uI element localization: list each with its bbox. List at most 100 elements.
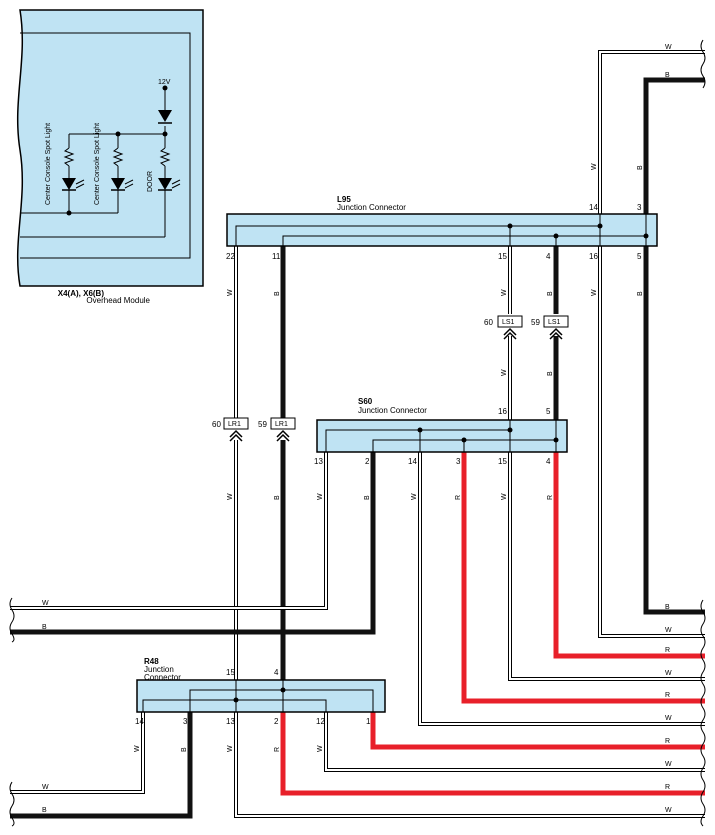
svg-text:W: W [665, 627, 672, 634]
svg-text:W: W [411, 493, 418, 500]
svg-text:W: W [227, 745, 234, 752]
svg-text:B: B [364, 495, 371, 500]
wire-r48-3-b [10, 712, 193, 819]
led-icon [158, 178, 172, 190]
inline-connectors: LS1 60 LS1 59 LR1 60 LR1 59 [212, 315, 569, 442]
s60-pin-13: 13 [314, 457, 323, 466]
wires [10, 50, 705, 819]
s60-name: S60 [358, 397, 373, 406]
svg-text:B: B [274, 291, 281, 296]
light3-label: DOOR [147, 171, 154, 192]
l95-name: L95 [337, 195, 351, 204]
overhead-module: 12V Center Console Spot Light Center Con… [16, 9, 204, 305]
break-marks [9, 39, 706, 827]
l95-pin-5: 5 [637, 252, 642, 261]
l95-pin-4: 4 [546, 252, 551, 261]
l95-pin-3: 3 [637, 203, 642, 212]
svg-text:B: B [637, 165, 644, 170]
s60-pin-2: 2 [365, 457, 370, 466]
wire-r48-12-w [324, 712, 705, 772]
svg-text:R: R [665, 692, 670, 699]
r48-pin-2: 2 [274, 717, 279, 726]
wire-top-b [643, 77, 705, 615]
svg-text:B: B [547, 291, 554, 296]
r48-name: R48 [144, 657, 159, 666]
svg-text:59: 59 [531, 318, 540, 327]
wire-s60-14-w [418, 452, 705, 726]
inline-lr1-59: LR1 59 [258, 417, 296, 442]
svg-text:W: W [227, 493, 234, 500]
s60-pin-16: 16 [498, 407, 507, 416]
svg-text:W: W [665, 761, 672, 768]
s60-pin-5: 5 [546, 407, 551, 416]
s60-pin-15: 15 [498, 457, 507, 466]
svg-text:LR1: LR1 [275, 421, 288, 428]
voltage-label: 12V [158, 79, 171, 86]
overhead-components [62, 85, 172, 216]
light1-label: Center Console Spot Light [45, 123, 52, 205]
svg-text:R: R [665, 738, 670, 745]
r48-pin-13: 13 [226, 717, 235, 726]
svg-text:W: W [42, 784, 49, 791]
svg-text:R: R [665, 647, 670, 654]
svg-text:R: R [547, 495, 554, 500]
wire-s60-4-r [553, 452, 705, 659]
s60-connector: S60 Junction Connector 16 5 13 2 14 3 15… [314, 397, 568, 466]
svg-text:B: B [42, 624, 47, 631]
svg-text:B: B [181, 747, 188, 752]
s60-desc: Junction Connector [358, 406, 427, 415]
r48-pin-14: 14 [135, 717, 144, 726]
svg-text:W: W [227, 289, 234, 296]
r48-pin-15: 15 [226, 668, 235, 677]
svg-text:W: W [501, 493, 508, 500]
wire-s60-13-w [10, 452, 328, 610]
svg-text:W: W [317, 745, 324, 752]
light2-label: Center Console Spot Light [94, 123, 101, 205]
s60-pin-3: 3 [456, 457, 461, 466]
svg-text:W: W [665, 715, 672, 722]
svg-text:W: W [665, 670, 672, 677]
wire-top-w [598, 50, 705, 638]
svg-text:W: W [591, 289, 598, 296]
l95-pin-14: 14 [589, 203, 598, 212]
diode-icon [158, 110, 172, 122]
svg-text:W: W [317, 493, 324, 500]
svg-text:LS1: LS1 [548, 319, 561, 326]
l95-pin-11: 11 [272, 252, 281, 261]
l95-desc: Junction Connector [337, 203, 406, 212]
l95-connector: L95 Junction Connector 14 3 22 11 15 4 1… [226, 195, 658, 261]
wire-r48-2-r [280, 712, 705, 796]
wire-color-labels: W B W B W B W B W B W B W B W B W R W R … [42, 44, 672, 814]
svg-text:B: B [665, 72, 670, 79]
inline-ls1-59: LS1 59 [531, 315, 569, 340]
wire-s60-15-w [508, 452, 705, 681]
l95-pin-16: 16 [589, 252, 598, 261]
svg-text:W: W [42, 600, 49, 607]
r48-pin-1: 1 [366, 717, 371, 726]
r48-pin-12: 12 [316, 717, 325, 726]
svg-text:R: R [455, 495, 462, 500]
r48-pin-3: 3 [183, 717, 188, 726]
svg-text:B: B [637, 291, 644, 296]
svg-text:LS1: LS1 [502, 319, 515, 326]
wire-s60-3-r [461, 452, 705, 704]
overhead-subtitle: Overhead Module [86, 296, 150, 305]
r48-desc-2: Connector [144, 673, 181, 682]
svg-text:W: W [665, 44, 672, 51]
svg-text:W: W [665, 807, 672, 814]
wire-r48-1-r [370, 712, 705, 750]
inline-lr1-60: LR1 60 [212, 417, 249, 442]
wire-s60-2-b [10, 452, 376, 635]
r48-pin-4: 4 [274, 668, 279, 677]
wire-r48-13-w [234, 712, 705, 818]
svg-text:B: B [274, 495, 281, 500]
svg-text:B: B [547, 371, 554, 376]
svg-text:W: W [501, 369, 508, 376]
svg-text:W: W [501, 289, 508, 296]
l95-pin-15: 15 [498, 252, 507, 261]
s60-pin-4: 4 [546, 457, 551, 466]
svg-text:B: B [665, 604, 670, 611]
led-icon [62, 178, 76, 190]
led-icon [111, 178, 125, 190]
